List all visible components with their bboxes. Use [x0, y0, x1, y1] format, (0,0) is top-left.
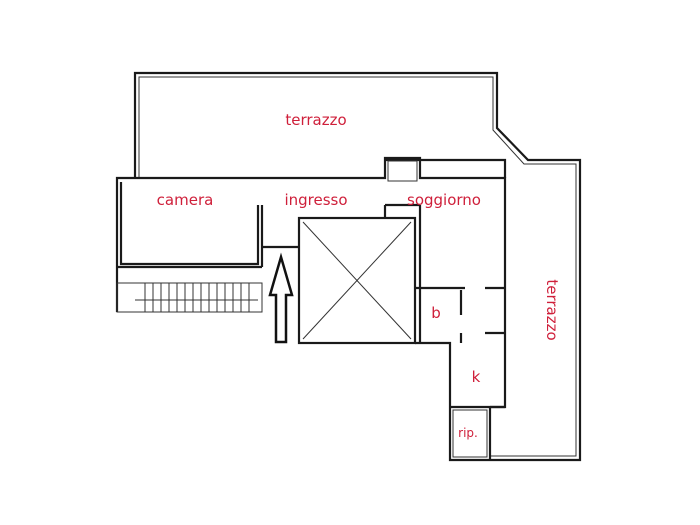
room-label-kitchen: k — [472, 368, 481, 386]
room-label-terrace-top: terrazzo — [285, 111, 346, 129]
room-label-bathroom: b — [431, 304, 441, 322]
stair-steps — [144, 283, 250, 312]
house-walls — [115, 156, 507, 462]
room-label-storage: rip. — [458, 426, 478, 440]
room-label-living: soggiorno — [407, 191, 481, 209]
terrace-walls — [133, 71, 582, 462]
lift-shaft — [297, 216, 417, 345]
room-label-bedroom: camera — [157, 191, 214, 209]
room-label-terrace-right: terrazzo — [543, 279, 561, 340]
arrow-up-icon — [268, 252, 294, 344]
room-label-entrance: ingresso — [284, 191, 347, 209]
